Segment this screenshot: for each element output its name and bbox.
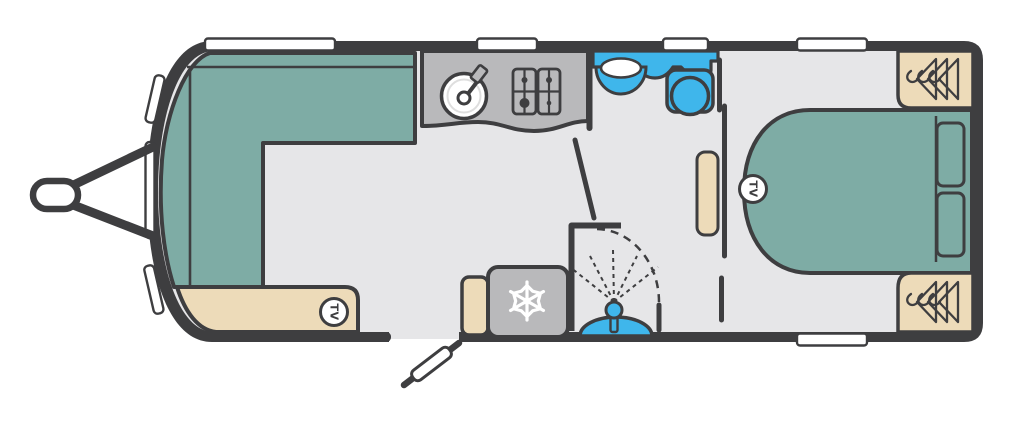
shower-spray-icon [569,249,659,303]
tv-label: TV [747,180,760,197]
window-icons [143,37,869,347]
window-icon [143,264,165,315]
tow-hitch-icon [29,177,82,213]
basin-icon [599,57,643,79]
door-gap-outside [389,339,459,350]
shower-head-icon [604,300,624,320]
tap-icon [469,64,489,84]
kitchen-side-cabinet [460,275,490,337]
tv-label: TV [328,303,341,320]
toilet-icon [669,75,711,117]
shower-wall [568,222,621,331]
shower-door-swing [596,227,661,303]
tv-point-icon [319,297,349,327]
window-icon [144,74,166,124]
bedside-shelf [695,150,720,237]
sink-inner-ring [446,78,482,114]
window-icon [475,37,539,52]
washroom-door [572,137,597,221]
hob-icon [511,67,562,116]
front-window-strip [144,140,156,240]
lounge-cabinet [175,285,360,334]
tv-point-lounge: TV [319,297,349,327]
tv-point-bedroom: TV [738,174,768,204]
wall-end-cap [378,332,391,342]
window-icon [795,332,869,347]
pillow [935,121,966,188]
window-icon [661,37,710,52]
window-icon [795,37,869,52]
tap-base [456,90,472,106]
entrance-door-panel [410,345,453,383]
pillow [935,191,966,258]
door-gap-floor [389,330,459,339]
tv-point-icon [738,174,768,204]
window-icon [203,37,337,52]
a-frame-bar-top [58,142,158,195]
a-frame-bar-bottom [58,196,158,241]
